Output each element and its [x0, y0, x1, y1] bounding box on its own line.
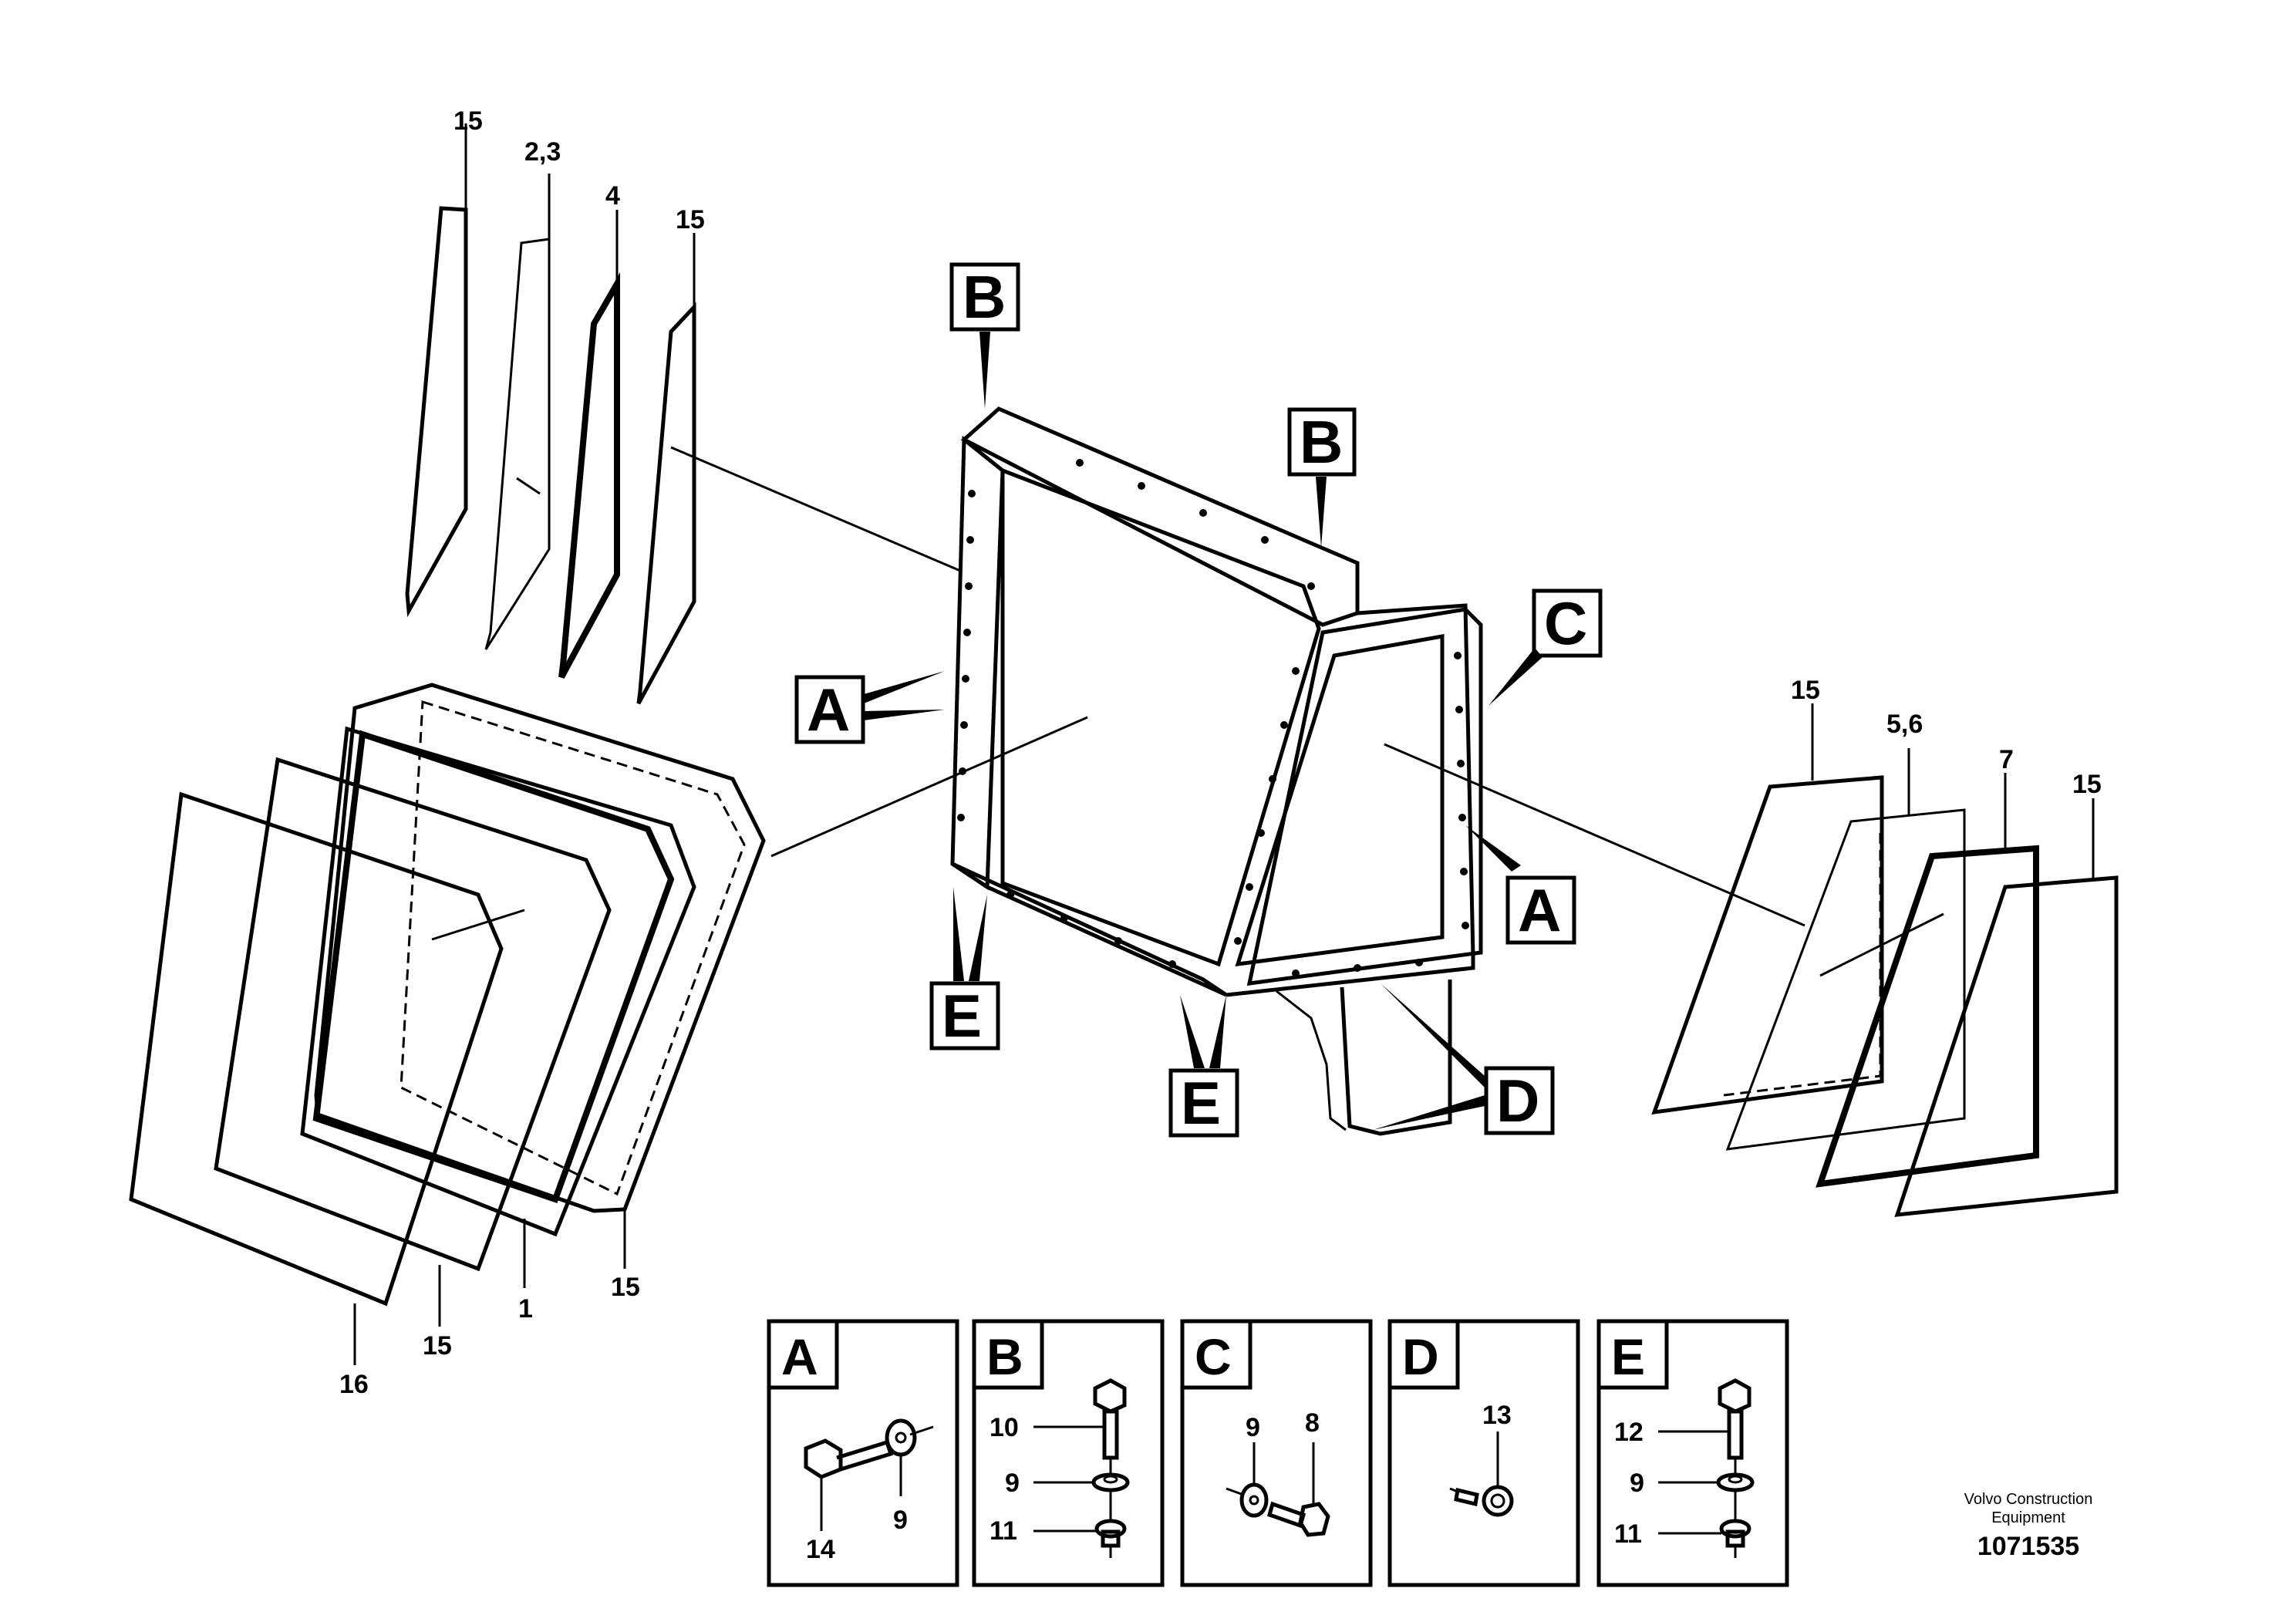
leader-glass-to-frame	[670, 446, 961, 572]
frame-top-rail	[960, 406, 1360, 627]
frame-right-window	[1235, 634, 1445, 966]
glass-reflection-front	[431, 909, 525, 941]
svg-text:B: B	[963, 263, 1006, 331]
left-glass-stack: 15 2,3 4 15	[405, 106, 705, 705]
right-glass-stack: 15 5,6 7 15	[1651, 676, 2119, 1217]
seal-16	[129, 791, 504, 1307]
callout-a-right: A	[1465, 825, 1576, 945]
inset-b: B 10 9 11	[972, 1319, 1165, 1587]
inset-a-label-14: 14	[806, 1535, 835, 1564]
seal-15-left	[405, 206, 468, 618]
doc-number: 1071535	[1977, 1532, 2079, 1561]
svg-text:A: A	[1518, 876, 1561, 944]
svg-text:E: E	[942, 982, 982, 1050]
svg-text:D: D	[1402, 1328, 1439, 1385]
inset-d-label-13: 13	[1482, 1401, 1512, 1430]
seal-7	[1816, 845, 2039, 1188]
glass-2-3	[484, 238, 551, 650]
frame-bottom-rail	[951, 862, 1228, 997]
inset-a-label-9: 9	[893, 1506, 908, 1535]
label-5-6: 5,6	[1886, 710, 1923, 739]
glass-outline-hidden	[400, 700, 746, 1196]
inset-b-label-9: 9	[1005, 1469, 1020, 1498]
frame-window-opening	[1000, 467, 1321, 967]
label-7: 7	[1999, 745, 2014, 774]
svg-text:E: E	[1611, 1328, 1645, 1385]
frame-lower-curve	[1276, 990, 1347, 1131]
inset-b-label-11: 11	[990, 1516, 1017, 1546]
frame-lower-post	[1340, 980, 1452, 1136]
front-glass-stack: 15 1 15 16	[129, 683, 766, 1399]
seal-15-left-b	[636, 302, 696, 705]
svg-text:B: B	[986, 1328, 1023, 1385]
label-4: 4	[605, 181, 620, 211]
callout-c: C	[1489, 588, 1603, 706]
seal-15-front-mid	[300, 726, 696, 1237]
label-16: 16	[339, 1370, 369, 1399]
label-15-front: 15	[423, 1331, 452, 1361]
inset-e: E 12 9 11	[1596, 1319, 1789, 1587]
label-2-3: 2,3	[524, 137, 561, 167]
frame-right-edge	[1357, 603, 1475, 957]
callout-b-top: B	[949, 262, 1020, 409]
seal-15-front	[214, 757, 612, 1272]
label-15-left-b: 15	[676, 205, 705, 234]
inset-c-label-8: 8	[1305, 1408, 1320, 1438]
seal-15-front-outer	[314, 683, 766, 1213]
callout-a-left: A	[794, 671, 945, 744]
footer-credit: Volvo Construction Equipment 1071535	[1964, 1491, 2093, 1561]
credit-line-2: Equipment	[1991, 1509, 2065, 1526]
leader-right-to-frame	[1384, 743, 1805, 927]
glass-5-6	[1725, 808, 1966, 1151]
svg-text:E: E	[1181, 1069, 1221, 1137]
inset-e-label-12: 12	[1614, 1418, 1644, 1447]
glass-1	[312, 730, 675, 1204]
leader-front-to-frame	[770, 716, 1088, 858]
svg-text:D: D	[1496, 1067, 1539, 1135]
seal-15-right	[1651, 775, 1884, 1115]
seal-4	[558, 272, 620, 679]
svg-text:A: A	[781, 1328, 818, 1385]
inset-e-label-11: 11	[1614, 1519, 1642, 1549]
seal-15-right-b	[1894, 875, 2119, 1217]
inset-e-label-9: 9	[1630, 1469, 1644, 1498]
label-15-right-b: 15	[2072, 770, 2102, 799]
callout-d: D	[1373, 983, 1555, 1135]
glass-reflection	[516, 477, 541, 495]
label-1: 1	[518, 1294, 533, 1324]
frame-bolts	[957, 459, 1469, 977]
frame-bottom-right	[1226, 953, 1475, 997]
label-15-right: 15	[1791, 676, 1820, 705]
inset-b-label-10: 10	[990, 1413, 1019, 1442]
label-15-front-right: 15	[611, 1273, 640, 1302]
inset-c: C 9 8	[1180, 1319, 1373, 1587]
inset-c-label-9: 9	[1246, 1413, 1260, 1442]
svg-text:A: A	[807, 676, 850, 744]
svg-text:B: B	[1300, 408, 1343, 476]
svg-text:C: C	[1544, 589, 1587, 657]
glass-reflection-right	[1819, 912, 1944, 977]
credit-line-1: Volvo Construction	[1964, 1491, 2093, 1508]
callout-b-right: B	[1287, 407, 1357, 548]
frame-right-panel	[1246, 607, 1483, 986]
cab-frame	[670, 406, 1805, 1136]
callout-e-left: E	[929, 887, 1000, 1050]
label-15-left: 15	[453, 106, 483, 136]
inset-a: A 14 9	[767, 1319, 959, 1587]
callout-e-right: E	[1168, 995, 1239, 1138]
inset-d: D 13	[1387, 1319, 1580, 1587]
svg-text:C: C	[1195, 1328, 1232, 1385]
glass-hidden-right	[1723, 833, 1882, 1097]
